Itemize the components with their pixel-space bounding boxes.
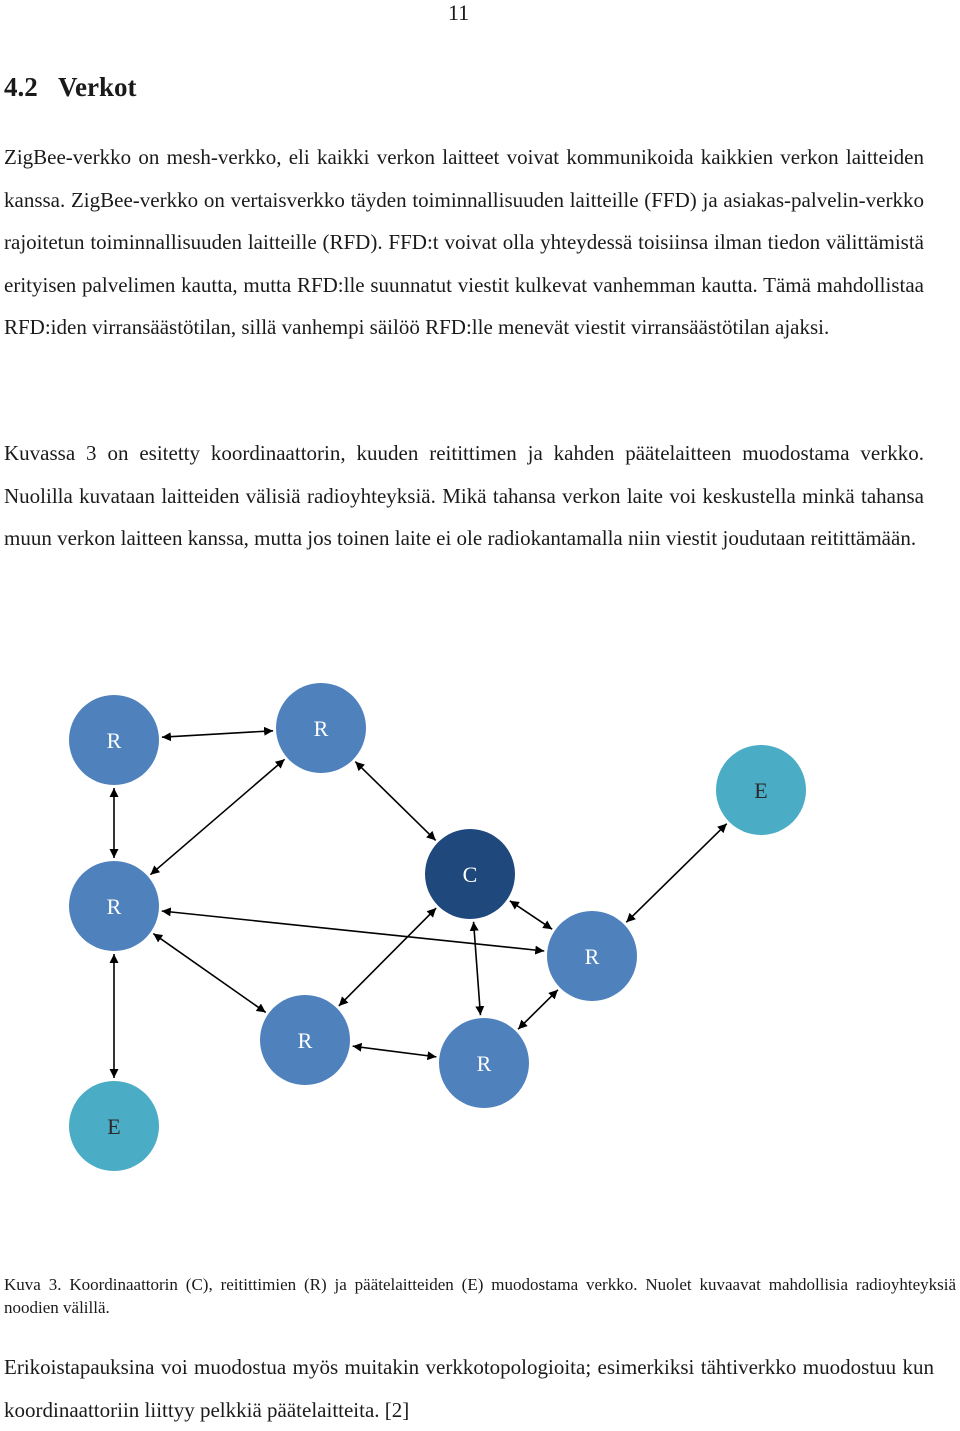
- node-r3: R: [69, 861, 159, 951]
- network-diagram: R R E C R R R R E: [69, 683, 806, 1171]
- edge-c-r6: [469, 921, 485, 1016]
- node-label-e1: E: [754, 778, 767, 803]
- figure-caption: Kuva 3. Koordinaattorin (C), reitittimie…: [4, 1275, 956, 1317]
- node-r1: R: [69, 695, 159, 785]
- node-e2: E: [69, 1081, 159, 1171]
- edge-r2-r3: [149, 758, 286, 876]
- section-title: Verkot: [58, 72, 137, 102]
- paragraph-3: Erikoistapauksina voi muodostua myös mui…: [4, 1355, 934, 1422]
- edge-r4-r6: [517, 989, 559, 1030]
- paragraph-1: ZigBee-verkko on mesh-verkko, eli kaikki…: [4, 145, 924, 339]
- node-label-r5: R: [298, 1028, 313, 1053]
- edge-c-r5: [338, 907, 437, 1007]
- node-r6: R: [439, 1018, 529, 1108]
- node-label-r3: R: [107, 894, 122, 919]
- node-r5: R: [260, 995, 350, 1085]
- node-label-r2: R: [314, 716, 329, 741]
- node-circle-r3: [69, 861, 159, 951]
- node-label-r6: R: [477, 1051, 492, 1076]
- edge-r3-r4: [161, 907, 545, 955]
- node-r4: R: [547, 911, 637, 1001]
- paragraph-2: Kuvassa 3 on esitetty koordinaattorin, k…: [4, 441, 924, 550]
- node-e1: E: [716, 745, 806, 835]
- node-r2: R: [276, 683, 366, 773]
- edges-layer: [109, 726, 728, 1078]
- node-circle-r4: [547, 911, 637, 1001]
- section-number: 4.2: [4, 72, 38, 102]
- node-circle-e1: [716, 745, 806, 835]
- node-label-e2: E: [107, 1114, 120, 1139]
- node-c: C: [425, 829, 515, 919]
- edge-e1-r4: [625, 823, 728, 923]
- edge-c-r4: [509, 900, 553, 930]
- node-circle-c: [425, 829, 515, 919]
- node-circle-r5: [260, 995, 350, 1085]
- node-label-c: C: [463, 862, 478, 887]
- edge-r2-c: [354, 761, 437, 841]
- node-circle-r2: [276, 683, 366, 773]
- edge-r1-r2: [161, 726, 274, 742]
- node-circle-e2: [69, 1081, 159, 1171]
- edge-r3-r5: [152, 932, 267, 1014]
- node-circle-r6: [439, 1018, 529, 1108]
- node-label-r4: R: [585, 944, 600, 969]
- nodes-layer: R R E C R R R R E: [69, 683, 806, 1171]
- page-number: 11: [448, 0, 470, 25]
- node-label-r1: R: [107, 728, 122, 753]
- edge-r5-r6: [352, 1042, 437, 1061]
- node-circle-r1: [69, 695, 159, 785]
- section-heading: 4.2 Verkot: [4, 72, 137, 103]
